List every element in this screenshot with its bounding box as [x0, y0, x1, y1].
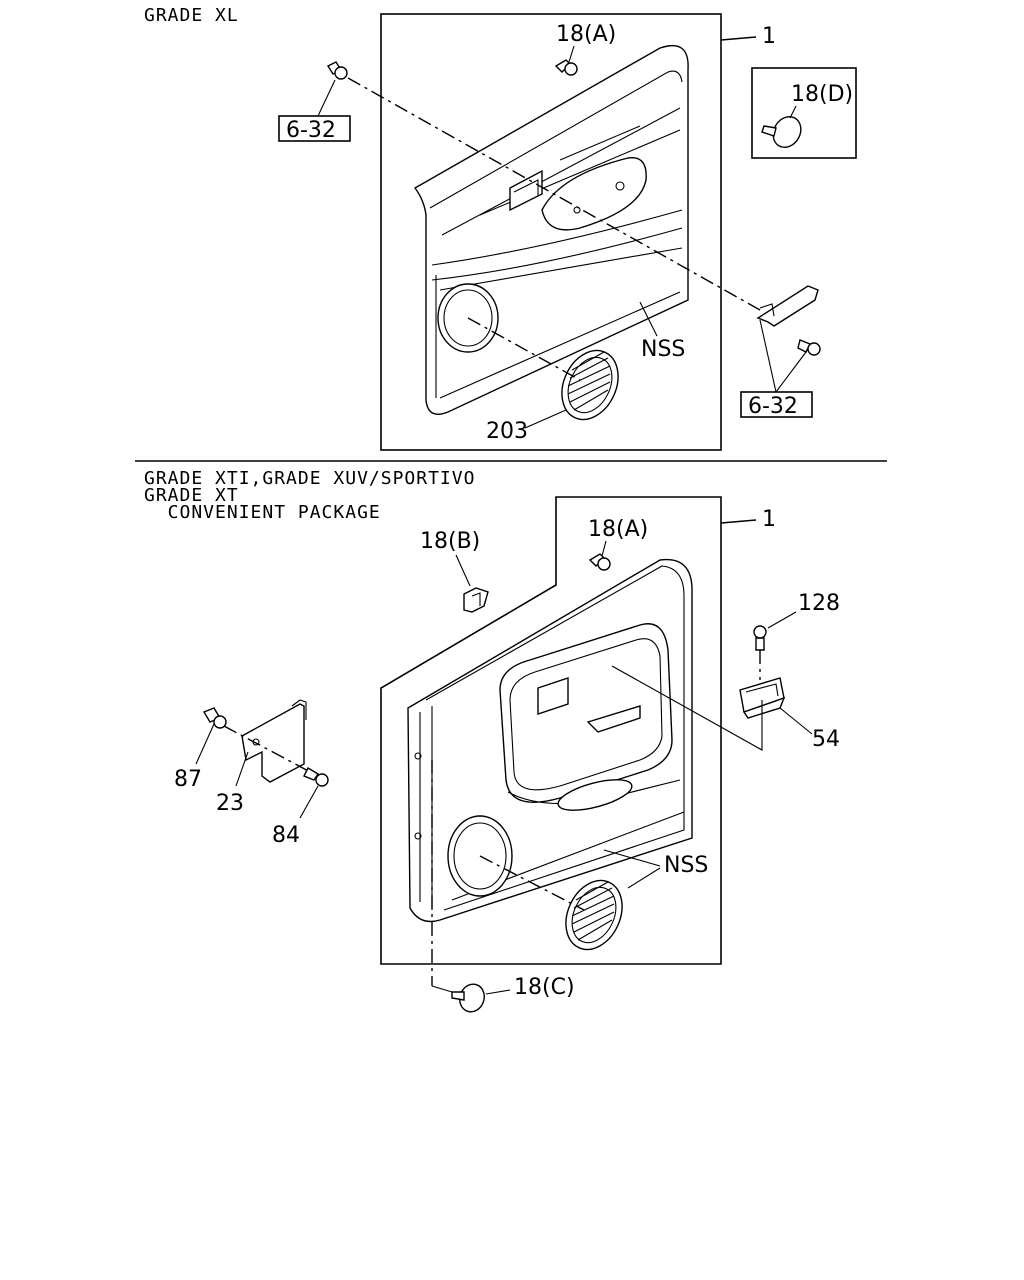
top-heading: GRADE XL [144, 5, 239, 26]
bottom-leader-screw [767, 611, 797, 629]
bottom-pocket-axis [611, 665, 763, 751]
top-clip-d-box [751, 67, 857, 159]
top-callout-nss[interactable]: NSS [641, 337, 685, 362]
top-callout-ref-right[interactable]: 6-32 [748, 394, 798, 419]
bottom-leader-panel [720, 519, 757, 524]
top-leader-grille [524, 409, 567, 429]
top-ref-box-left [278, 115, 351, 142]
bottom-panel-frame [380, 496, 722, 965]
bottom-callout-screw[interactable]: 128 [798, 591, 840, 616]
door-trim-panel-icon [407, 558, 693, 923]
screw-icon [753, 625, 767, 651]
top-callout-ref-left[interactable]: 6-32 [286, 118, 336, 143]
top-leader-ref-left [317, 79, 336, 117]
bracket-icon [241, 699, 307, 783]
screw-icon [202, 707, 227, 729]
bottom-callout-clip-c[interactable]: 18(C) [514, 975, 575, 1000]
bottom-callout-bracket[interactable]: 23 [216, 791, 244, 816]
top-ref-box-right [740, 391, 813, 418]
bottom-bolt-axis [223, 725, 315, 775]
top-screw-axis [347, 77, 761, 311]
bottom-callout-clip-a[interactable]: 18(A) [588, 517, 648, 542]
bottom-heading-line-3: CONVENIENT PACKAGE [144, 502, 381, 523]
door-trim-panel-icon [413, 44, 689, 415]
bottom-leader-bolt [299, 785, 319, 819]
bottom-callout-pocket[interactable]: 54 [812, 727, 840, 752]
bottom-leader-clip-a [601, 540, 607, 557]
clip-icon [761, 115, 802, 149]
speaker-grille-icon [561, 349, 619, 421]
top-leader-nss [639, 301, 658, 337]
speaker-grille-icon [565, 879, 623, 951]
bottom-callout-bolt[interactable]: 84 [272, 823, 300, 848]
top-callout-panel[interactable]: 1 [762, 24, 776, 49]
bottom-leader-nss-b [627, 867, 661, 889]
bottom-leader-bracket [235, 751, 249, 787]
bracket-icon [756, 285, 819, 327]
pocket-icon [739, 677, 786, 719]
bottom-speaker-axis [479, 855, 585, 911]
bottom-leader-nss-a [603, 849, 661, 867]
screw-icon [797, 339, 821, 356]
top-callout-clip-d[interactable]: 18(D) [791, 82, 853, 107]
top-leader-panel [720, 36, 757, 41]
bottom-callout-panel[interactable]: 1 [762, 507, 776, 532]
clip-icon [588, 553, 611, 571]
bottom-leader-clip-c [485, 989, 511, 995]
top-leader-ref-right-a [759, 319, 777, 393]
top-leader-ref-right-b [775, 351, 807, 393]
top-leader-clip-d [789, 105, 797, 119]
clip-icon [554, 59, 578, 76]
bottom-callout-nut[interactable]: 87 [174, 767, 202, 792]
top-panel-frame [380, 13, 722, 451]
bottom-heading-line-1: GRADE XTI,GRADE XUV/SPORTIVO [144, 468, 475, 489]
clip-icon [451, 983, 485, 1013]
bottom-callout-clip-b[interactable]: 18(B) [420, 529, 480, 554]
top-speaker-axis [467, 317, 581, 381]
clip-icon [463, 587, 489, 613]
bottom-leader-clip-b [455, 554, 471, 587]
bottom-callout-nss[interactable]: NSS [664, 853, 708, 878]
screw-icon [326, 61, 348, 80]
bottom-heading-line-2: GRADE XT [144, 485, 239, 506]
bottom-leader-nut [195, 723, 215, 765]
top-callout-grille[interactable]: 203 [486, 419, 528, 444]
bottom-leader-pocket [779, 707, 813, 735]
top-leader-clip-a [568, 45, 575, 63]
top-callout-clip-a[interactable]: 18(A) [556, 22, 616, 47]
screw-icon [303, 767, 329, 787]
